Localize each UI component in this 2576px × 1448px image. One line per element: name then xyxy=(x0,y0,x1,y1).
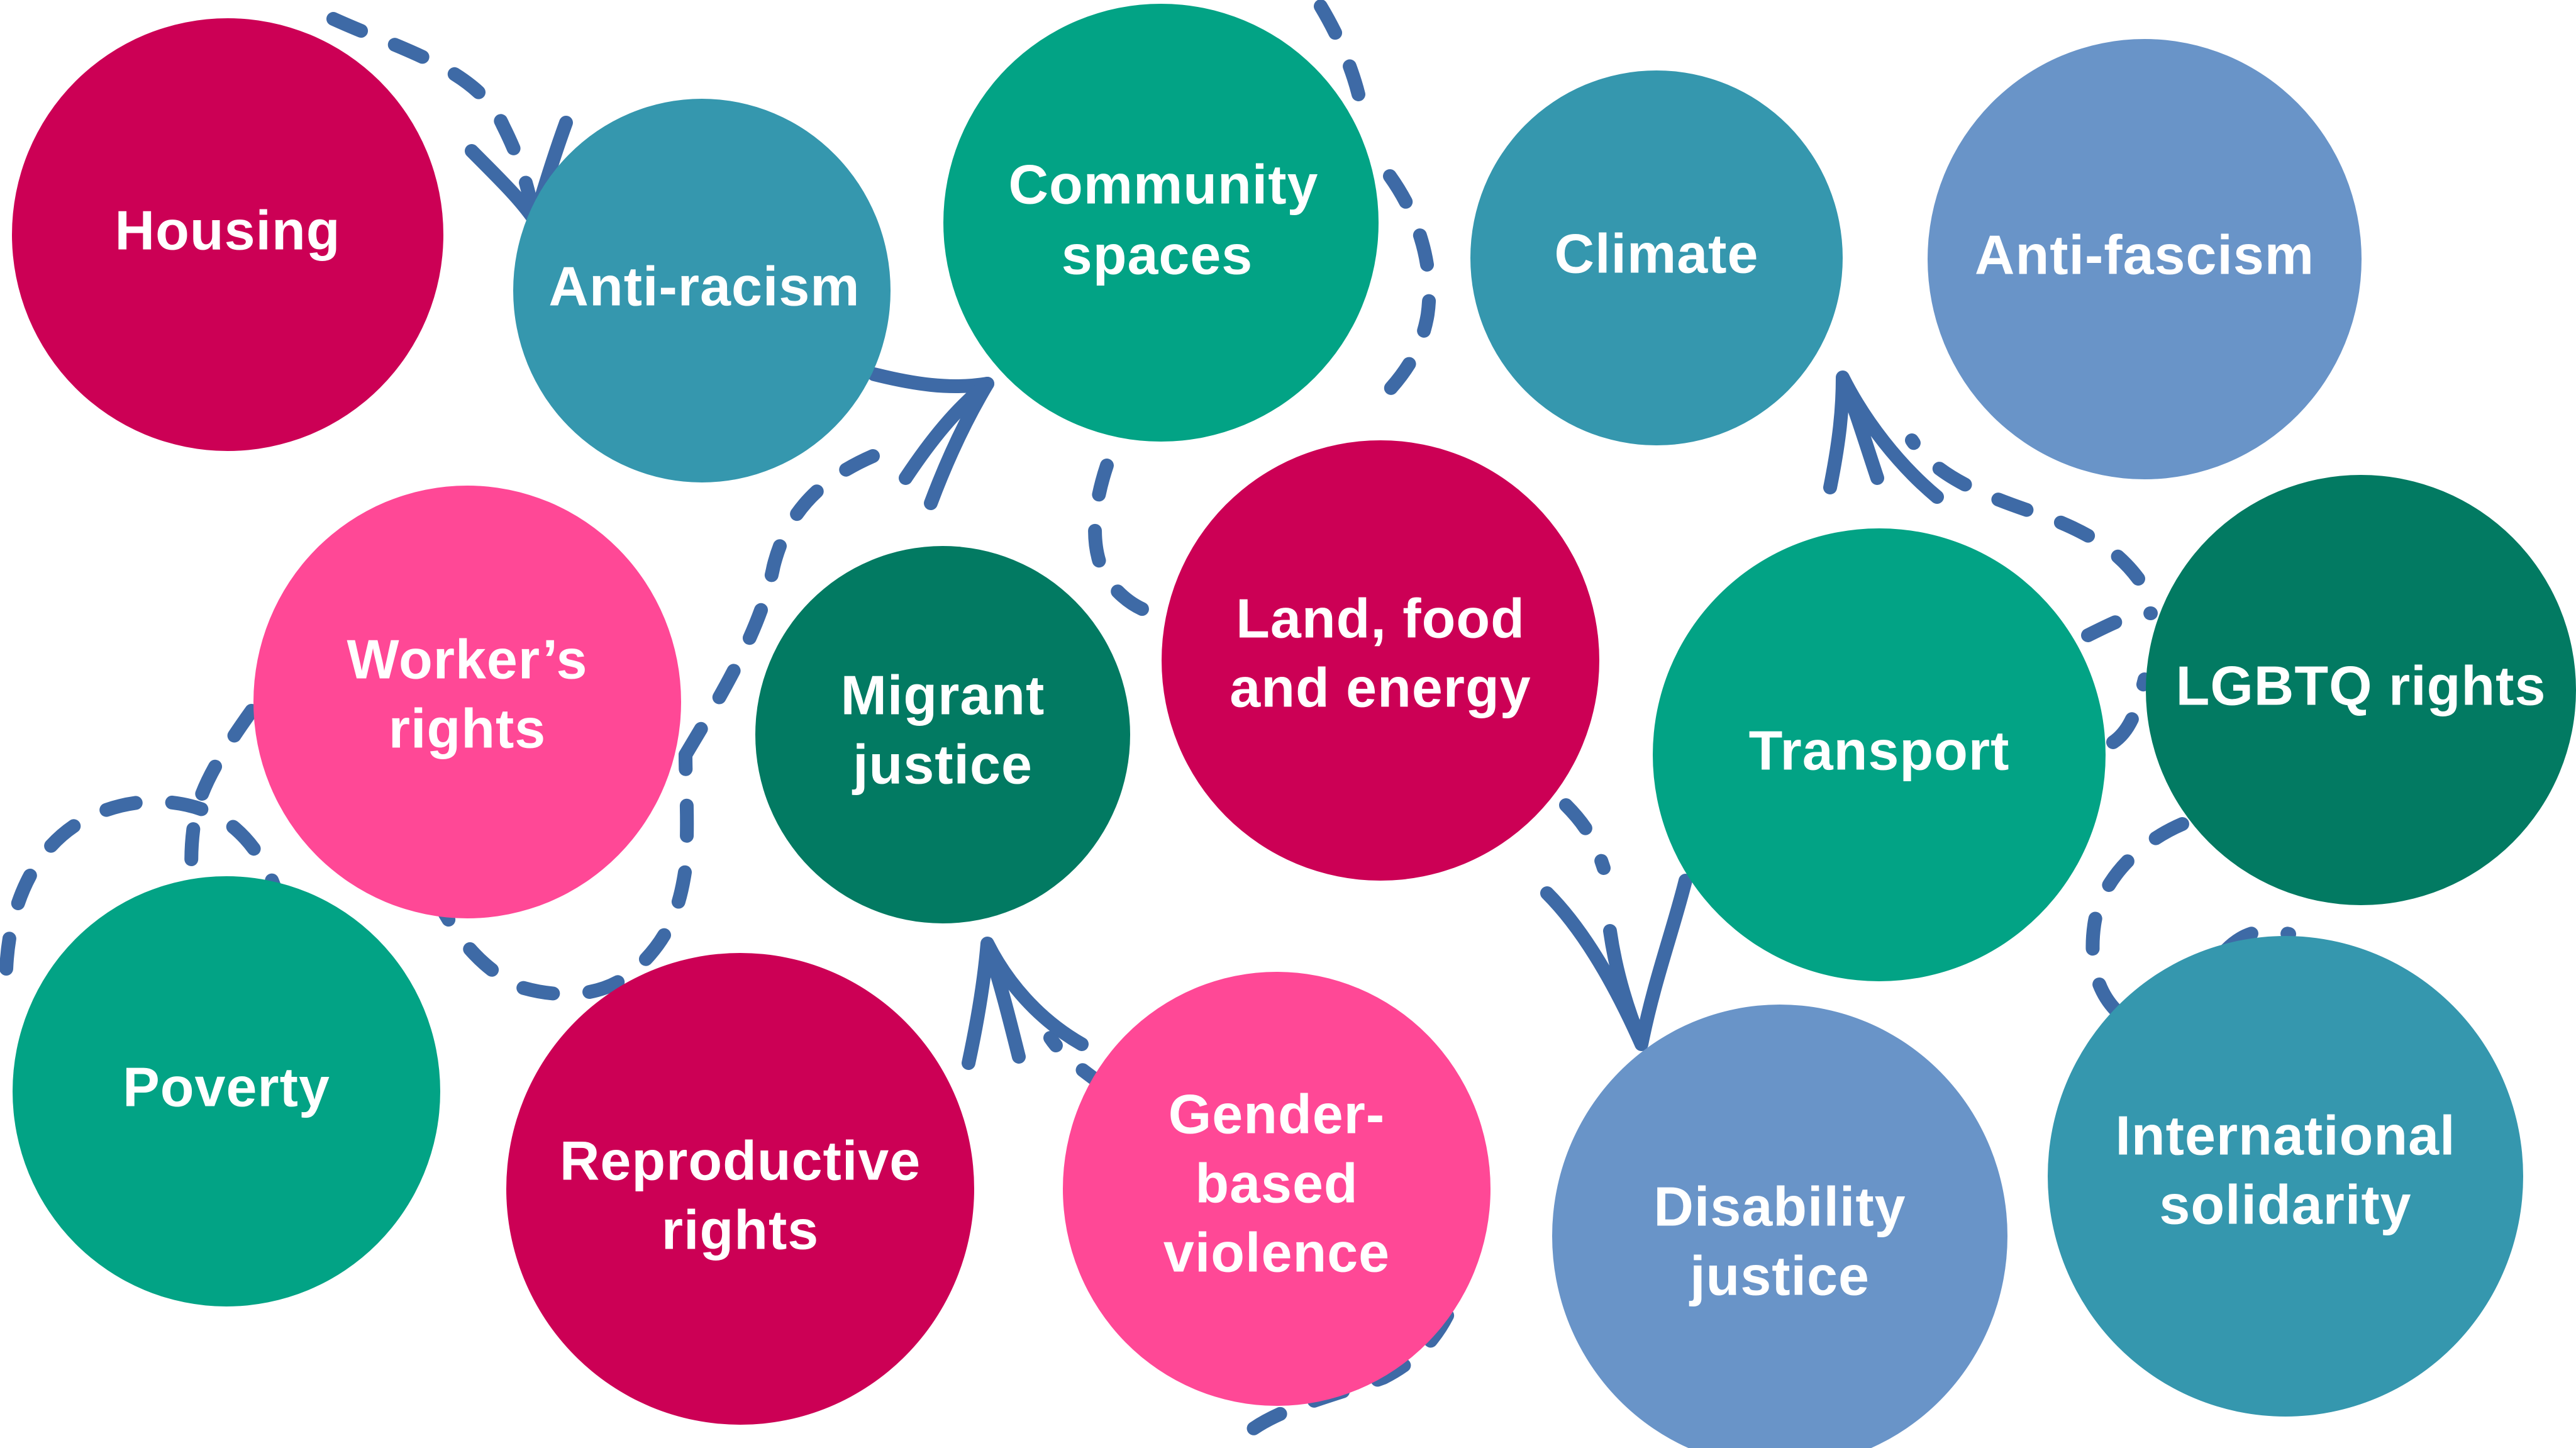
gender-based-violence-circle xyxy=(1063,972,1491,1406)
climate-circle xyxy=(1470,70,1843,445)
arrow-community-right-curve xyxy=(1370,169,1436,409)
arrow-migrant-to-community xyxy=(679,446,887,762)
anti-fascism-circle xyxy=(1928,39,2362,479)
arrowhead-icon xyxy=(1823,370,1944,504)
arrow-transport-to-lgbtq xyxy=(2081,606,2158,642)
node-workers-rights[interactable]: Worker’s rights xyxy=(253,486,681,918)
international-solidarity-circle xyxy=(2048,936,2523,1417)
disability-justice-circle xyxy=(1552,1005,2007,1448)
arrow-reproductive-to-workers xyxy=(427,748,694,1001)
disability-justice-label-line1: Disability xyxy=(1653,1175,1906,1237)
migrant-justice-circle xyxy=(755,546,1130,923)
community-spaces-label-line1: Community xyxy=(1009,153,1319,215)
node-disability-justice[interactable]: Disability justice xyxy=(1552,1005,2007,1448)
arrowhead-icon xyxy=(899,377,994,510)
housing-label: Housing xyxy=(115,199,341,261)
anti-racism-label: Anti-racism xyxy=(548,255,860,317)
arrow-lgbtq-to-climate xyxy=(1905,433,2145,586)
node-land-food-energy[interactable]: Land, food and energy xyxy=(1162,440,1599,881)
arrowhead-icon xyxy=(962,937,1089,1070)
node-anti-racism[interactable]: Anti-racism xyxy=(513,99,891,482)
workers-rights-label-line2: rights xyxy=(389,697,546,759)
node-gender-based-violence[interactable]: Gender- based violence xyxy=(1063,972,1491,1406)
node-housing[interactable]: Housing xyxy=(12,18,443,451)
gender-based-violence-label-line2: based xyxy=(1195,1152,1358,1214)
node-anti-fascism[interactable]: Anti-fascism xyxy=(1928,39,2362,479)
arrowhead-icon xyxy=(1540,874,1692,1051)
transport-label: Transport xyxy=(1749,719,2010,781)
node-transport[interactable]: Transport xyxy=(1653,528,2106,981)
community-spaces-label-line2: spaces xyxy=(1062,223,1253,286)
arrow-top-edge-community xyxy=(1314,0,1365,101)
disability-justice-label-line2: justice xyxy=(1689,1244,1870,1306)
community-spaces-circle xyxy=(943,4,1379,442)
poverty-label: Poverty xyxy=(123,1055,330,1118)
reproductive-rights-label-line2: rights xyxy=(662,1198,819,1261)
arrow-poverty-loop xyxy=(0,794,284,976)
gender-based-violence-label-line3: violence xyxy=(1163,1221,1390,1283)
housing-circle xyxy=(12,18,443,451)
arrow-community-to-land xyxy=(1088,459,1177,623)
workers-rights-label-line1: Worker’s xyxy=(347,628,588,690)
workers-rights-circle xyxy=(253,486,681,918)
lgbtq-rights-label: LGBTQ rights xyxy=(2176,654,2546,716)
land-food-energy-circle xyxy=(1162,440,1599,881)
arrow-gbv-to-bottom xyxy=(1232,1245,1472,1447)
land-food-energy-label-line2: and energy xyxy=(1230,656,1531,718)
international-solidarity-label-line2: solidarity xyxy=(2159,1173,2411,1235)
land-food-energy-label-line1: Land, food xyxy=(1236,587,1525,649)
migrant-justice-label-line1: Migrant xyxy=(841,664,1045,726)
poverty-circle xyxy=(13,876,440,1306)
migrant-justice-label-line2: justice xyxy=(852,733,1033,795)
anti-fascism-label: Anti-fascism xyxy=(1975,223,2314,286)
arrows-layer xyxy=(0,0,2296,1447)
arrow-lgbtq-to-intl xyxy=(2085,817,2189,1026)
reproductive-rights-label-line1: Reproductive xyxy=(560,1129,921,1191)
node-migrant-justice[interactable]: Migrant justice xyxy=(755,546,1130,923)
node-poverty[interactable]: Poverty xyxy=(13,876,440,1306)
transport-circle xyxy=(1653,528,2106,981)
arrow-transport-lgbtq-lower xyxy=(2106,672,2151,749)
arrow-land-to-disability xyxy=(1559,798,1611,875)
climate-label: Climate xyxy=(1555,222,1759,284)
node-international-solidarity[interactable]: International solidarity xyxy=(2048,936,2523,1417)
arrow-anti-racism-to-community xyxy=(867,367,994,394)
anti-racism-circle xyxy=(513,99,891,482)
node-climate[interactable]: Climate xyxy=(1470,70,1843,445)
arrow-into-anti-racism xyxy=(326,12,541,227)
lgbtq-rights-circle xyxy=(2146,475,2576,905)
node-lgbtq-rights[interactable]: LGBTQ rights xyxy=(2146,475,2576,905)
node-reproductive-rights[interactable]: Reproductive rights xyxy=(506,953,974,1425)
international-solidarity-label-line1: International xyxy=(2115,1104,2455,1166)
node-community-spaces[interactable]: Community spaces xyxy=(943,4,1379,442)
reproductive-rights-circle xyxy=(506,953,974,1425)
gender-based-violence-label-line1: Gender- xyxy=(1169,1083,1385,1145)
